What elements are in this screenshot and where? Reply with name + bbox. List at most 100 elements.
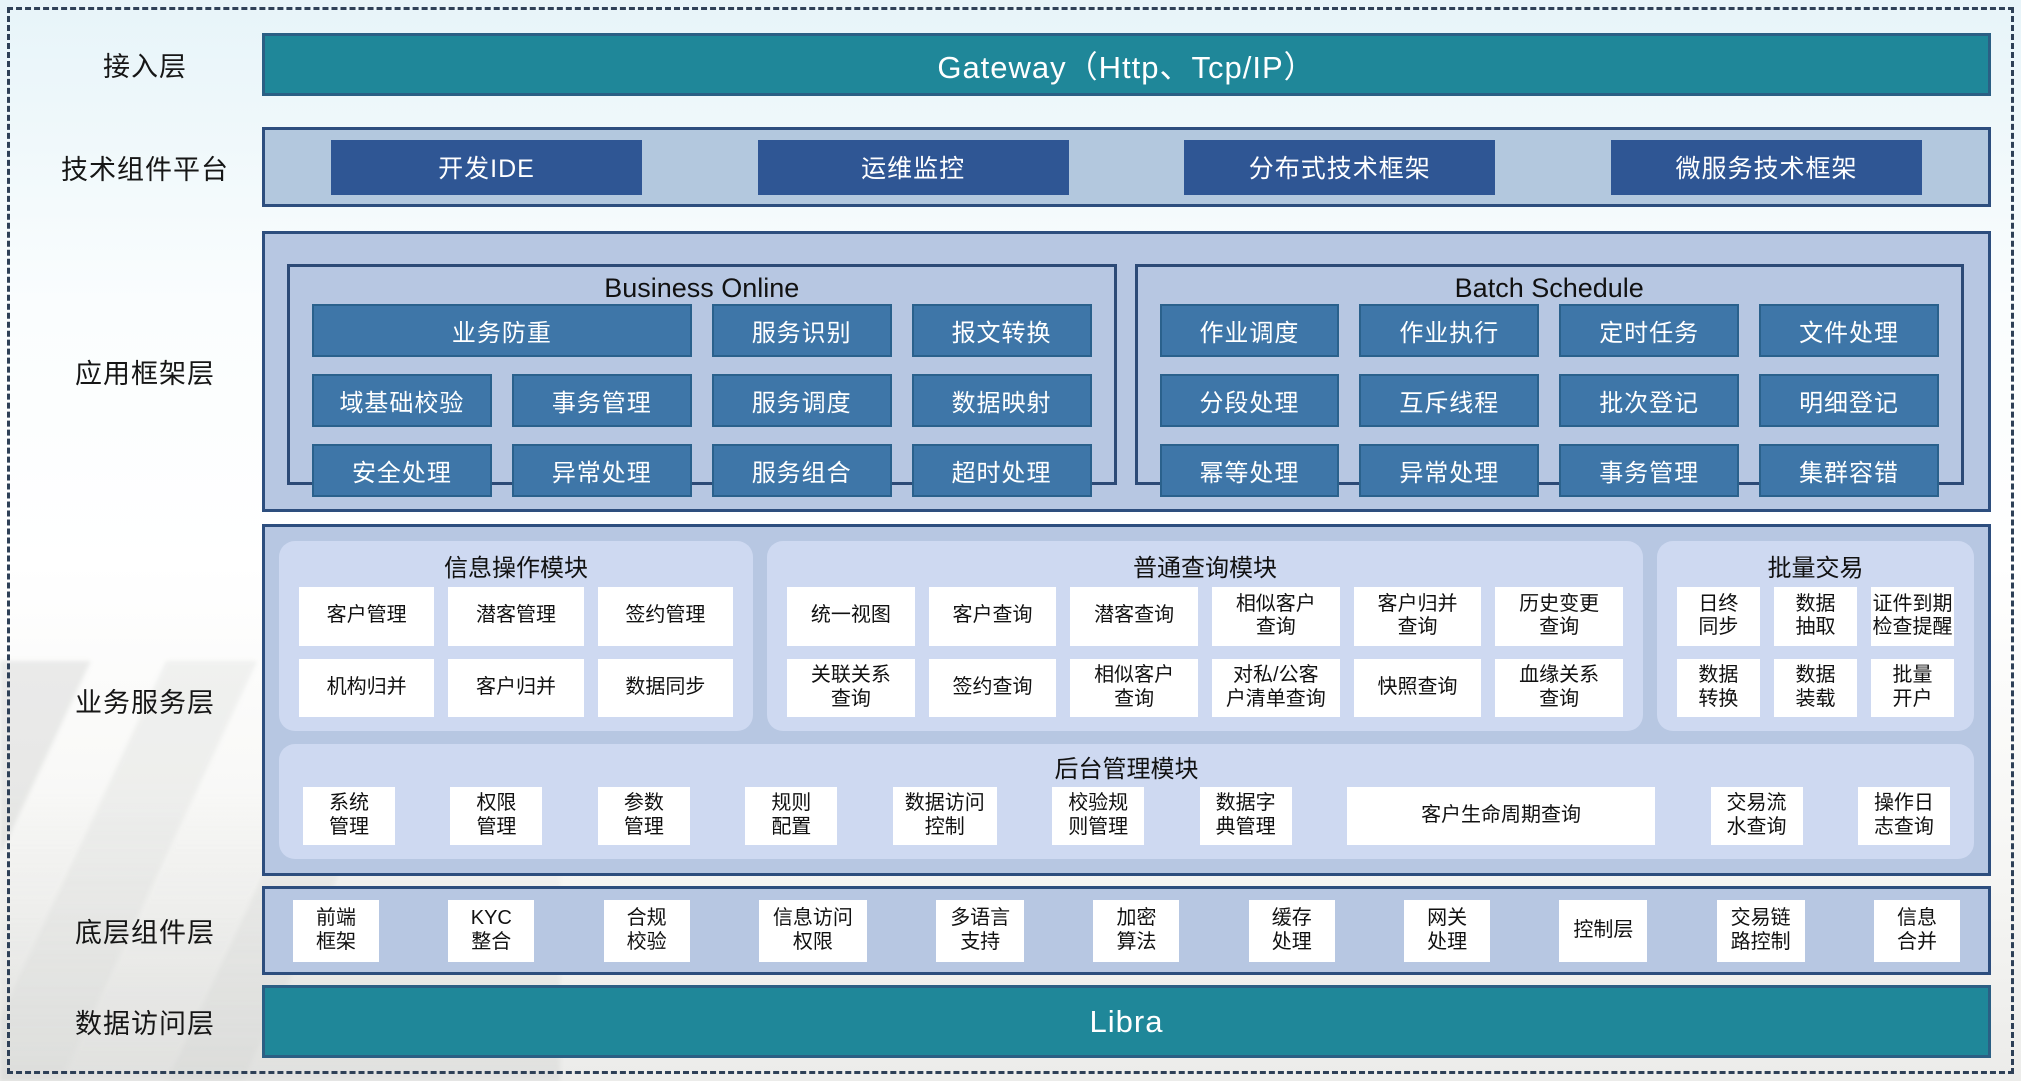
service-modules-row: 信息操作模块客户管理潜客管理签约管理机构归并客户归并数据同步普通查询模块统一视图… bbox=[279, 541, 1974, 731]
tech-platform-bar: 开发IDE 运维监控 分布式技术框架 微服务技术框架 bbox=[262, 127, 1991, 207]
gateway-bar: Gateway（Http、Tcp/IP） bbox=[262, 33, 1991, 96]
framework-button: 分段处理 bbox=[1159, 374, 1340, 427]
layer-label-lowcomp: 底层组件层 bbox=[75, 918, 215, 948]
layer-label-dataaccess: 数据访问层 bbox=[75, 1009, 215, 1039]
layer-label-tech: 技术组件平台 bbox=[61, 154, 229, 185]
framework-button: 业务防重 bbox=[312, 304, 692, 357]
component-chip: 信息访问 权限 bbox=[758, 899, 867, 962]
framework-button: 明细登记 bbox=[1759, 374, 1939, 427]
component-chip: 网关 处理 bbox=[1404, 899, 1491, 962]
service-module-grid: 客户管理潜客管理签约管理机构归并客户归并数据同步 bbox=[299, 587, 734, 717]
admin-chip: 系统 管理 bbox=[303, 787, 395, 845]
module-chip: 相似客户 查询 bbox=[1070, 658, 1198, 717]
module-chip: 签约管理 bbox=[597, 587, 734, 646]
admin-module: 后台管理模块 系统 管理权限 管理参数 管理规则 配置数据访问 控制校验规 则管… bbox=[279, 744, 1974, 859]
module-chip: 日终 同步 bbox=[1676, 587, 1760, 646]
gateway-bar-text: Gateway（Http、Tcp/IP） bbox=[937, 50, 1316, 85]
admin-chip: 交易流 水查询 bbox=[1710, 787, 1803, 845]
tech-button: 开发IDE bbox=[331, 139, 642, 195]
framework-button: 报文转换 bbox=[911, 304, 1092, 357]
module-chip: 客户归并 bbox=[448, 658, 584, 717]
module-chip: 潜客查询 bbox=[1070, 587, 1198, 646]
tech-button: 微服务技术框架 bbox=[1610, 139, 1922, 195]
component-chip: 多语言 支持 bbox=[936, 899, 1025, 962]
admin-chip: 参数 管理 bbox=[597, 787, 690, 845]
tech-button: 运维监控 bbox=[757, 139, 1069, 195]
module-chip: 快照查询 bbox=[1353, 658, 1482, 717]
service-module-title: 批量交易 bbox=[1767, 554, 1864, 582]
module-chip: 历史变更 查询 bbox=[1495, 587, 1623, 646]
framework-button: 超时处理 bbox=[911, 444, 1092, 497]
module-chip: 机构归并 bbox=[299, 658, 435, 717]
module-chip: 数据同步 bbox=[597, 658, 734, 717]
framework-button: 安全处理 bbox=[312, 444, 492, 497]
admin-chip: 数据字 典管理 bbox=[1199, 787, 1292, 845]
admin-module-title: 后台管理模块 bbox=[1054, 756, 1199, 783]
framework-button-grid: 业务防重服务识别报文转换域基础校验事务管理服务调度数据映射安全处理异常处理服务组… bbox=[312, 304, 1092, 497]
admin-chip: 数据访问 控制 bbox=[892, 787, 997, 845]
admin-chip: 权限 管理 bbox=[450, 787, 543, 845]
module-chip: 签约查询 bbox=[928, 658, 1057, 717]
framework-button: 域基础校验 bbox=[312, 374, 492, 427]
module-chip: 批量 开户 bbox=[1870, 658, 1954, 717]
tech-button: 分布式技术框架 bbox=[1184, 139, 1496, 195]
module-chip: 证件到期 检查提醒 bbox=[1870, 587, 1954, 646]
service-module-title: 信息操作模块 bbox=[444, 554, 589, 582]
module-chip: 相似客户 查询 bbox=[1212, 587, 1340, 646]
libra-bar: Libra bbox=[262, 985, 1991, 1058]
libra-bar-text: Libra bbox=[1089, 1003, 1164, 1039]
module-chip: 数据 装载 bbox=[1773, 658, 1857, 717]
admin-chips-row: 系统 管理权限 管理参数 管理规则 配置数据访问 控制校验规 则管理数据字 典管… bbox=[303, 787, 1950, 845]
layer-label-access: 接入层 bbox=[103, 52, 187, 82]
framework-button: 服务识别 bbox=[711, 304, 892, 357]
component-chip: 合规 校验 bbox=[603, 899, 690, 962]
framework-button: 幂等处理 bbox=[1159, 444, 1340, 497]
service-module: 信息操作模块客户管理潜客管理签约管理机构归并客户归并数据同步 bbox=[279, 541, 754, 731]
framework-button-grid: 作业调度作业执行定时任务文件处理分段处理互斥线程批次登记明细登记幂等处理异常处理… bbox=[1159, 304, 1939, 497]
framework-button: 集群容错 bbox=[1759, 444, 1939, 497]
module-chip: 对私/公客 户清单查询 bbox=[1212, 658, 1340, 717]
framework-button: 文件处理 bbox=[1759, 304, 1939, 357]
framework-button: 异常处理 bbox=[1359, 444, 1540, 497]
framework-button: 互斥线程 bbox=[1359, 374, 1540, 427]
business-service-panel: 信息操作模块客户管理潜客管理签约管理机构归并客户归并数据同步普通查询模块统一视图… bbox=[262, 524, 1991, 876]
module-chip: 数据 转换 bbox=[1676, 658, 1760, 717]
framework-button: 批次登记 bbox=[1559, 374, 1740, 427]
module-chip: 数据 抽取 bbox=[1773, 587, 1857, 646]
admin-chip: 操作日 志查询 bbox=[1857, 787, 1950, 845]
layer-label-appframe: 应用框架层 bbox=[75, 359, 215, 389]
module-chip: 客户归并 查询 bbox=[1353, 587, 1482, 646]
component-chip: KYC 整合 bbox=[448, 899, 535, 962]
framework-button: 事务管理 bbox=[511, 374, 692, 427]
framework-section-title: Business Online bbox=[604, 273, 800, 303]
framework-button: 定时任务 bbox=[1559, 304, 1740, 357]
framework-button: 数据映射 bbox=[911, 374, 1092, 427]
service-module: 普通查询模块统一视图客户查询潜客查询相似客户 查询客户归并 查询历史变更 查询关… bbox=[767, 541, 1643, 731]
framework-button: 作业执行 bbox=[1359, 304, 1540, 357]
admin-chip: 客户生命周期查询 bbox=[1347, 787, 1656, 845]
component-chip: 控制层 bbox=[1559, 899, 1648, 962]
module-chip: 客户管理 bbox=[299, 587, 435, 646]
module-chip: 潜客管理 bbox=[448, 587, 584, 646]
framework-section-title: Batch Schedule bbox=[1454, 273, 1644, 303]
admin-chip: 校验规 则管理 bbox=[1052, 787, 1145, 845]
framework-button: 异常处理 bbox=[511, 444, 692, 497]
service-module-grid: 日终 同步数据 抽取证件到期 检查提醒数据 转换数据 装载批量 开户 bbox=[1676, 587, 1954, 717]
component-chip: 加密 算法 bbox=[1093, 899, 1180, 962]
service-module-grid: 统一视图客户查询潜客查询相似客户 查询客户归并 查询历史变更 查询关联关系 查询… bbox=[787, 587, 1623, 717]
framework-button: 事务管理 bbox=[1559, 444, 1740, 497]
module-chip: 关联关系 查询 bbox=[787, 658, 915, 717]
layer-label-service: 业务服务层 bbox=[75, 687, 215, 718]
module-chip: 客户查询 bbox=[928, 587, 1057, 646]
framework-button: 作业调度 bbox=[1159, 304, 1340, 357]
framework-button: 服务调度 bbox=[711, 374, 892, 427]
module-chip: 血缘关系 查询 bbox=[1495, 658, 1623, 717]
component-chip: 信息 合并 bbox=[1873, 899, 1960, 962]
module-chip: 统一视图 bbox=[787, 587, 915, 646]
component-chip: 交易链 路控制 bbox=[1716, 899, 1805, 962]
